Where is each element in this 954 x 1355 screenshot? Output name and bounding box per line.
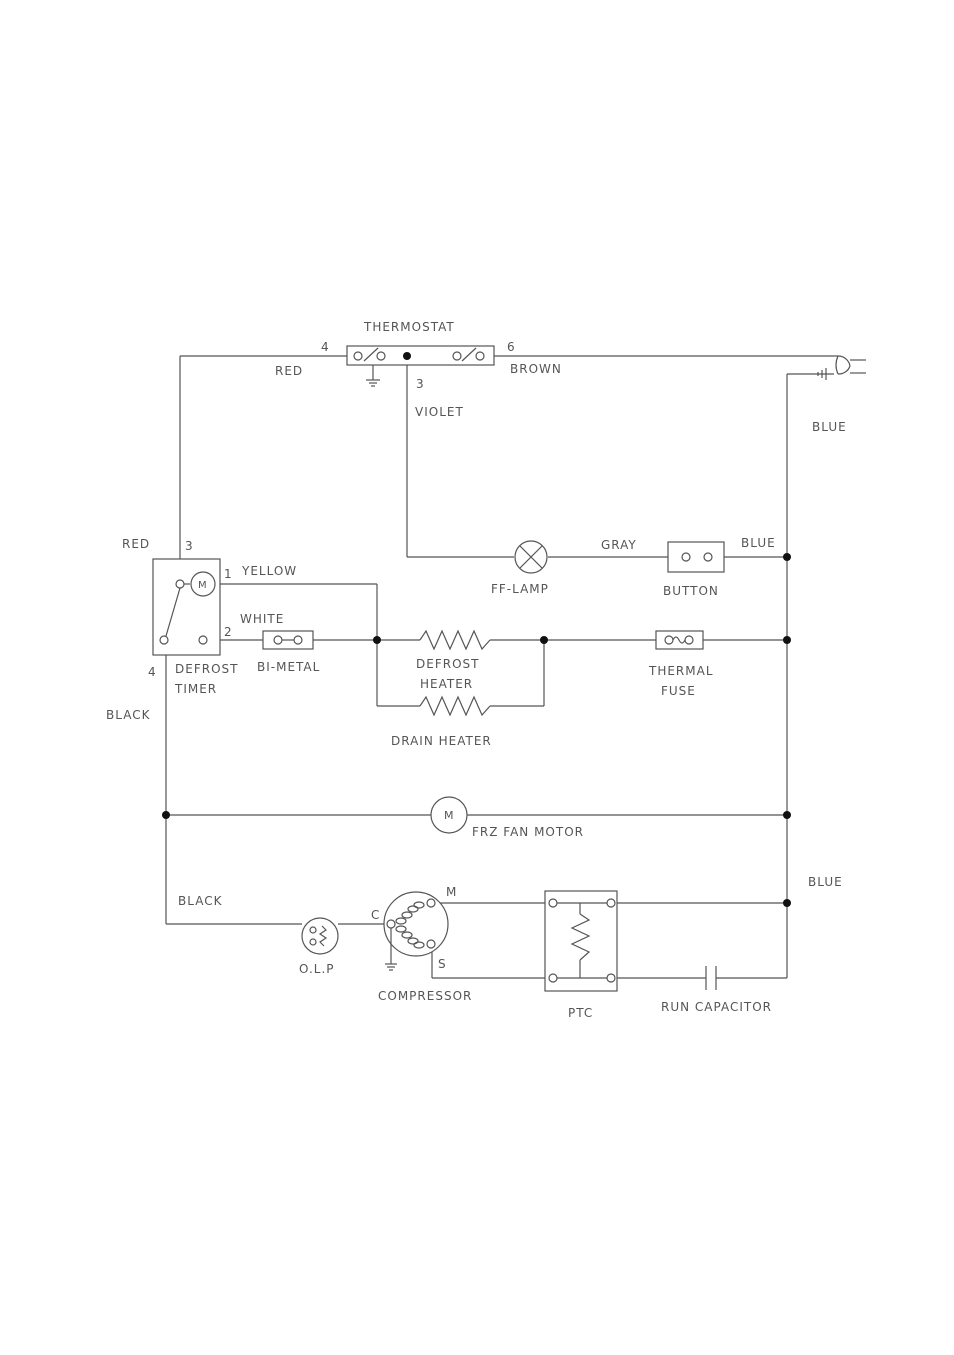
thermostat-contact bbox=[476, 352, 484, 360]
compressor-label: COMPRESSOR bbox=[378, 989, 472, 1003]
junction-node bbox=[540, 636, 548, 644]
bi-metal-label: BI-METAL bbox=[257, 660, 320, 674]
power-plug-icon bbox=[818, 356, 866, 380]
compressor-m-label: M bbox=[446, 885, 457, 899]
fan-motor-m-label: M bbox=[444, 809, 454, 822]
defrost-heater-label: DEFROST bbox=[416, 657, 479, 671]
compressor-c-label: C bbox=[371, 908, 380, 922]
junction-node bbox=[783, 636, 791, 644]
wire-black-label: BLACK bbox=[178, 894, 223, 908]
wire-blue-label: BLUE bbox=[741, 536, 776, 550]
bi-metal bbox=[263, 631, 313, 649]
junction-node bbox=[373, 636, 381, 644]
thermal-fuse-contact bbox=[665, 636, 673, 644]
thermal-fuse-label: THERMAL bbox=[648, 664, 714, 678]
door-button-contact bbox=[682, 553, 690, 561]
olp-contact bbox=[310, 939, 316, 945]
run-capacitor-icon bbox=[706, 966, 716, 990]
timer-contact bbox=[176, 580, 184, 588]
ff-lamp-icon bbox=[515, 541, 547, 573]
compressor-terminal-m bbox=[427, 899, 435, 907]
timer-terminal-3-label: 3 bbox=[185, 539, 194, 553]
timer-motor-label: M bbox=[198, 580, 207, 591]
wire-gray-label: GRAY bbox=[601, 538, 637, 552]
labels: THERMOSTAT 4 6 3 RED BROWN VIOLET BLUE R… bbox=[106, 320, 847, 1020]
olp bbox=[302, 918, 338, 954]
timer-contact bbox=[199, 636, 207, 644]
ptc-contact bbox=[607, 974, 615, 982]
wire-white-label: WHITE bbox=[240, 612, 284, 626]
timer-contact bbox=[160, 636, 168, 644]
door-button bbox=[668, 542, 724, 572]
ptc bbox=[545, 891, 617, 991]
drain-heater-icon bbox=[420, 697, 490, 715]
thermostat-contact bbox=[377, 352, 385, 360]
wire-red-label: RED bbox=[275, 364, 303, 378]
junction-node bbox=[783, 811, 791, 819]
thermal-fuse-label: FUSE bbox=[661, 684, 696, 698]
ptc-contact bbox=[607, 899, 615, 907]
thermostat-node bbox=[403, 352, 411, 360]
button-label: BUTTON bbox=[663, 584, 719, 598]
timer-terminal-2-label: 2 bbox=[224, 625, 233, 639]
wire-yellow-label: YELLOW bbox=[241, 564, 297, 578]
ptc-label: PTC bbox=[568, 1006, 593, 1020]
thermostat-contact bbox=[354, 352, 362, 360]
door-button-contact bbox=[704, 553, 712, 561]
terminal-6-label: 6 bbox=[507, 340, 516, 354]
wire-red-label: RED bbox=[122, 537, 150, 551]
ptc-contact bbox=[549, 974, 557, 982]
timer-terminal-1-label: 1 bbox=[224, 567, 233, 581]
olp-label: O.L.P bbox=[299, 962, 335, 976]
junction-node bbox=[783, 899, 791, 907]
junction-nodes bbox=[162, 553, 791, 907]
wire-blue-label: BLUE bbox=[812, 420, 847, 434]
wire-black-label: BLACK bbox=[106, 708, 151, 722]
compressor-s-label: S bbox=[438, 957, 447, 971]
thermal-fuse-contact bbox=[685, 636, 693, 644]
junction-node bbox=[162, 811, 170, 819]
defrost-timer-label: TIMER bbox=[174, 682, 217, 696]
thermal-fuse bbox=[656, 631, 703, 649]
run-capacitor-label: RUN CAPACITOR bbox=[661, 1000, 772, 1014]
defrost-timer-label: DEFROST bbox=[175, 662, 238, 676]
wire-violet-label: VIOLET bbox=[415, 405, 464, 419]
wire-blue-label: BLUE bbox=[808, 875, 843, 889]
junction-node bbox=[783, 553, 791, 561]
defrost-heater-label: HEATER bbox=[420, 677, 473, 691]
compressor-terminal-c bbox=[387, 920, 395, 928]
terminal-3-label: 3 bbox=[416, 377, 425, 391]
ptc-contact bbox=[549, 899, 557, 907]
frz-fan-motor-label: FRZ FAN MOTOR bbox=[472, 825, 584, 839]
timer-terminal-4-label: 4 bbox=[148, 665, 157, 679]
bi-metal-contact bbox=[294, 636, 302, 644]
compressor-terminal-s bbox=[427, 940, 435, 948]
defrost-heater-icon bbox=[420, 631, 490, 649]
terminal-4-label: 4 bbox=[321, 340, 330, 354]
olp-contact bbox=[310, 927, 316, 933]
wire-brown-label: BROWN bbox=[510, 362, 562, 376]
ff-lamp-label: FF-LAMP bbox=[491, 582, 549, 596]
olp-body bbox=[302, 918, 338, 954]
bi-metal-contact bbox=[274, 636, 282, 644]
thermostat-contact bbox=[453, 352, 461, 360]
thermostat-label: THERMOSTAT bbox=[363, 320, 455, 334]
defrost-timer bbox=[153, 559, 220, 655]
drain-heater-label: DRAIN HEATER bbox=[391, 734, 492, 748]
door-button-body bbox=[668, 542, 724, 572]
